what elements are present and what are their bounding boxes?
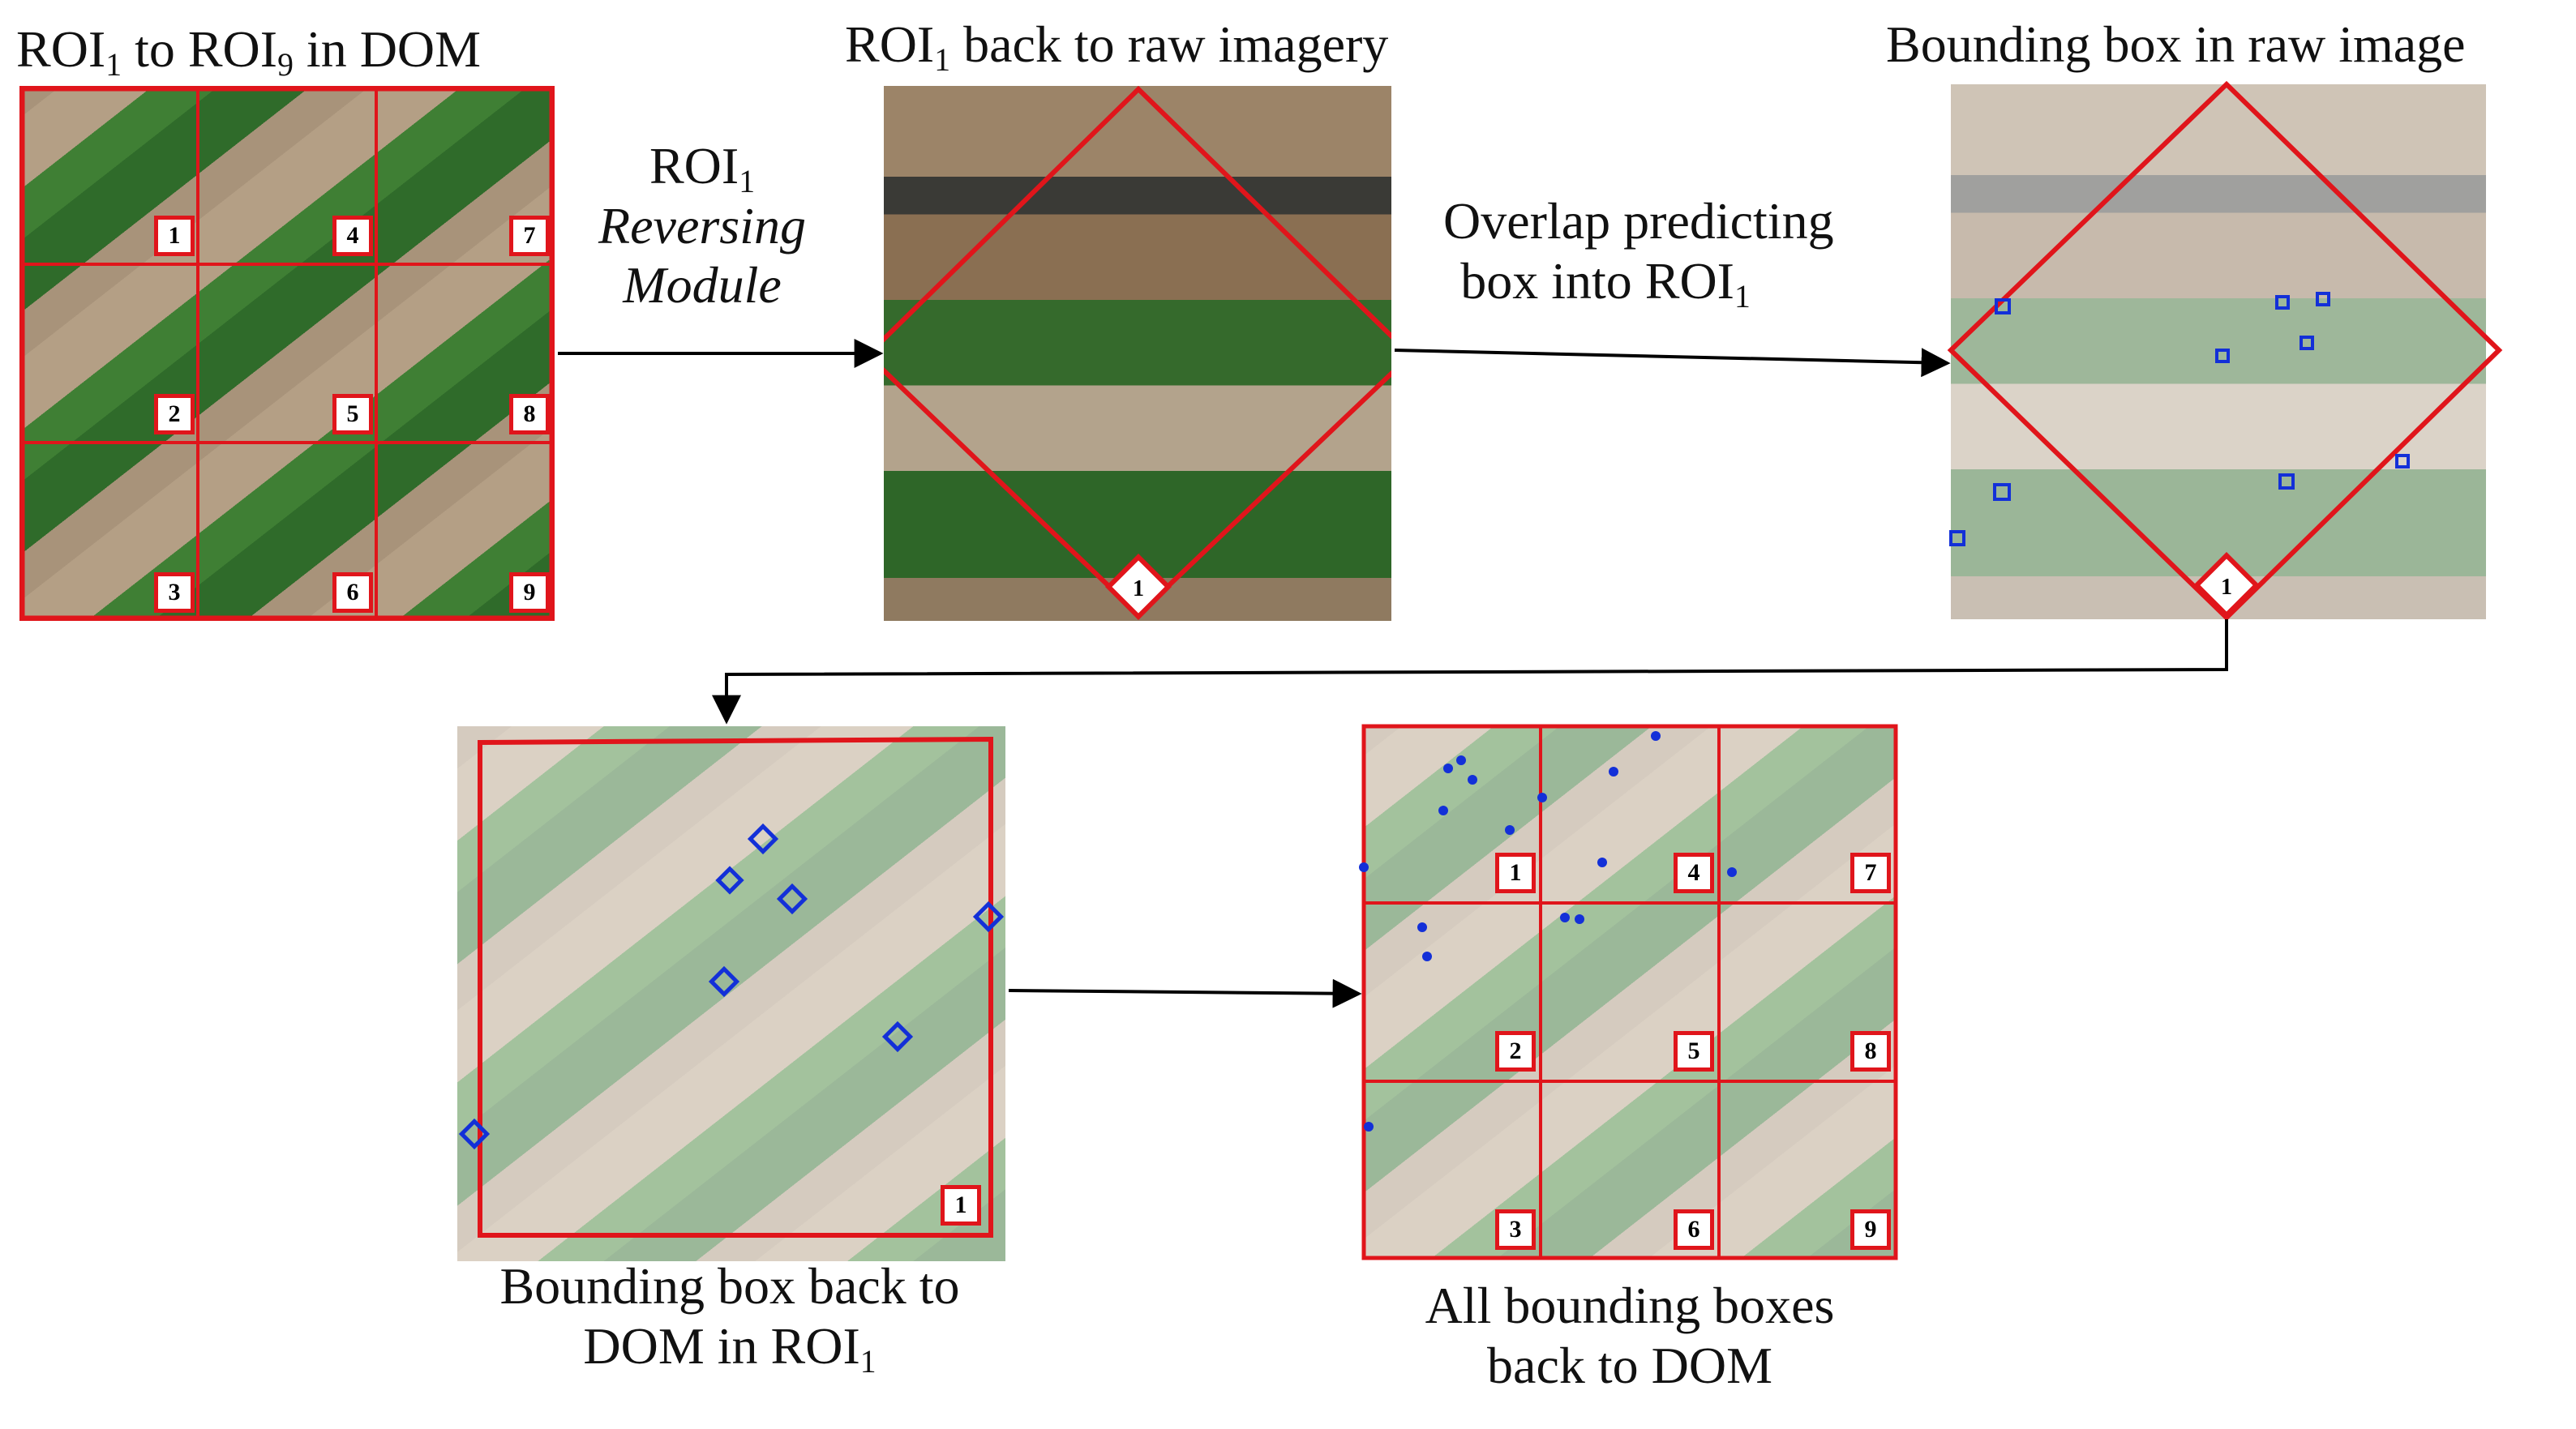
- grid-cell-number: 8: [1850, 1031, 1891, 1072]
- roi-badge-number: 1: [1133, 576, 1144, 601]
- reversing-module-label: ROI1 Reversing Module: [598, 137, 806, 314]
- grid-cell-number: 6: [1674, 1209, 1714, 1250]
- grid-cell-number: 3: [154, 572, 195, 613]
- roi-badge: 1: [941, 1185, 981, 1226]
- raw-imagery-title: ROI1 back to raw imagery: [845, 15, 1389, 79]
- roi-diamond: 1: [884, 86, 1391, 621]
- grid-cell-number: 5: [1674, 1031, 1714, 1072]
- bbox-raw-title: Bounding box in raw image: [1886, 15, 2466, 73]
- grid-cell-number: 5: [332, 394, 373, 434]
- grid-cell-number: 9: [509, 572, 550, 613]
- dom-grid-title: ROI1 to ROI9 in DOM: [16, 20, 482, 83]
- grid-cell-number: 7: [1850, 853, 1891, 893]
- all-bbox-dom-panel: [1362, 725, 1897, 1260]
- grid-cell-number: 3: [1495, 1209, 1536, 1250]
- grid-cell-number: 1: [154, 216, 195, 256]
- grid-cell-number: 4: [332, 216, 373, 256]
- overlap-label: Overlap predicting box into ROI1: [1443, 192, 1834, 314]
- bbox-dom-roi-label: Bounding box back to DOM in ROI1: [499, 1257, 960, 1380]
- grid-cell-number: 9: [1850, 1209, 1891, 1250]
- arrow-bbox-to-dom-roi: [712, 619, 2228, 725]
- dom-grid-panel: 1 4 7 2 5 8 3 6 9: [19, 86, 555, 621]
- grid-cell-number: 2: [154, 394, 195, 434]
- raw-imagery-panel: 1: [884, 86, 1391, 621]
- dom-grid-lines: [19, 86, 555, 621]
- all-bbox-dom-label: All bounding boxes back to DOM: [1425, 1277, 1835, 1394]
- grid-cell-number: 6: [332, 572, 373, 613]
- grid-cell-number: 2: [1495, 1031, 1536, 1072]
- grid-cell-number: 8: [509, 394, 550, 434]
- arrow-roi-to-all: [1008, 978, 1362, 1008]
- grid-cell-number: 7: [509, 216, 550, 256]
- bbox-raw-panel: [1951, 84, 2486, 619]
- arrow-raw-to-bbox: [1394, 348, 1951, 378]
- grid-cell-number: 4: [1674, 853, 1714, 893]
- grid-cell-number: 1: [1495, 853, 1536, 893]
- bbox-dom-roi-panel: [457, 726, 1005, 1261]
